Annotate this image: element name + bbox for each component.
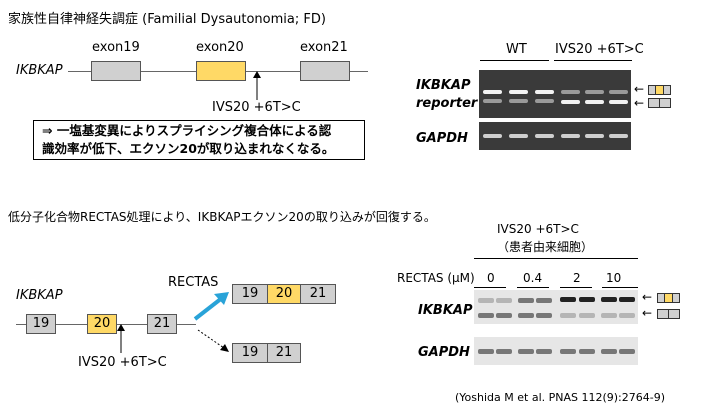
mutation-label-bottom: IVS20 +6T>C (78, 355, 167, 370)
skip-arrow (197, 329, 229, 352)
mutation-arrow-top (253, 71, 261, 100)
band-arrow-skipped-top: ← (634, 96, 645, 110)
rectas-label: RECTAS (168, 275, 219, 290)
gene-label-top: IKBKAP (16, 63, 63, 78)
explanation-box: ⇒ 一塩基変異によりスプライシング複合体による認 識効率が低下、エクソン20が取… (33, 120, 365, 160)
rectas-statement: 低分子化合物RECTAS処理により、IKBKAPエクソン20の取り込みが回復する… (8, 210, 436, 224)
skipped-exon21: 21 (267, 343, 301, 363)
exon21-box (300, 61, 350, 81)
mutation-label-top: IVS20 +6T>C (212, 100, 301, 115)
conc-0: 0 (487, 271, 495, 285)
gel-label-ikbkap-bottom: IKBKAP (418, 303, 473, 318)
rectas-arrow (193, 292, 229, 321)
conc-bar-10 (602, 287, 638, 288)
gel-ikbkap-bottom (474, 290, 638, 324)
gel-label-gapdh-bottom: GAPDH (418, 345, 470, 360)
band-arrow-included-bottom: ← (642, 290, 653, 304)
mini-exon21-skip-top (659, 98, 671, 108)
gel-header-bracket (474, 258, 638, 259)
included-exon20: 20 (267, 284, 301, 304)
rectas-conc-label: RECTAS (μM) (397, 271, 475, 285)
exon21-label: exon21 (300, 40, 348, 55)
conc-0-4: 0.4 (523, 271, 543, 285)
gel-header-mutation: IVS20 +6T>C (497, 222, 579, 236)
included-exon19: 19 (232, 284, 268, 304)
skipped-exon19: 19 (232, 343, 268, 363)
gel-gapdh-bottom (474, 337, 638, 365)
band-arrow-skipped-bottom: ← (642, 306, 653, 320)
conc-bar-0-4 (517, 287, 549, 288)
gel-label-reporter: reporter (416, 96, 478, 111)
gel-group-mutant: IVS20 +6T>C (555, 42, 644, 57)
mini-exon21-skip-bottom (668, 309, 680, 319)
gel-group-wt: WT (506, 42, 527, 57)
included-exon21: 21 (300, 284, 336, 304)
explanation-line-2: 識効率が低下、エクソン20が取り込まれなくなる。 (42, 141, 335, 156)
exon19-box (91, 61, 141, 81)
gel-gapdh-top (479, 122, 631, 150)
mini-exon21-inc-bottom (672, 293, 680, 303)
conc-10: 10 (606, 271, 622, 285)
mutant-bracket (554, 60, 632, 61)
conc-bar-2 (560, 287, 592, 288)
exon20-box-bottom: 20 (87, 314, 117, 334)
conc-2: 2 (573, 271, 581, 285)
citation: (Yoshida M et al. PNAS 112(9):2764-9) (455, 391, 666, 404)
gel-header-cells: （患者由来細胞） (497, 240, 594, 254)
exon21-box-bottom: 21 (147, 314, 177, 334)
exon20-box (196, 61, 246, 81)
mini-exon21-inc-top (663, 85, 671, 95)
explanation-line-1: ⇒ 一塩基変異によりスプライシング複合体による認 (42, 123, 332, 138)
gel-label-ikbkap: IKBKAP (416, 78, 471, 93)
exon19-box-bottom: 19 (26, 314, 56, 334)
page-title: 家族性自律神経失調症 (Familial Dysautonomia; FD) (8, 12, 326, 27)
gel-ikbkap-top (479, 70, 631, 118)
exon19-label: exon19 (92, 40, 140, 55)
exon20-label: exon20 (196, 40, 244, 55)
gel-label-gapdh-top: GAPDH (416, 131, 468, 146)
mutation-arrow-bottom (117, 324, 125, 353)
band-arrow-included-top: ← (634, 82, 645, 96)
conc-bar-0 (474, 287, 506, 288)
wt-bracket (480, 60, 549, 61)
gene-label-bottom: IKBKAP (16, 288, 63, 303)
